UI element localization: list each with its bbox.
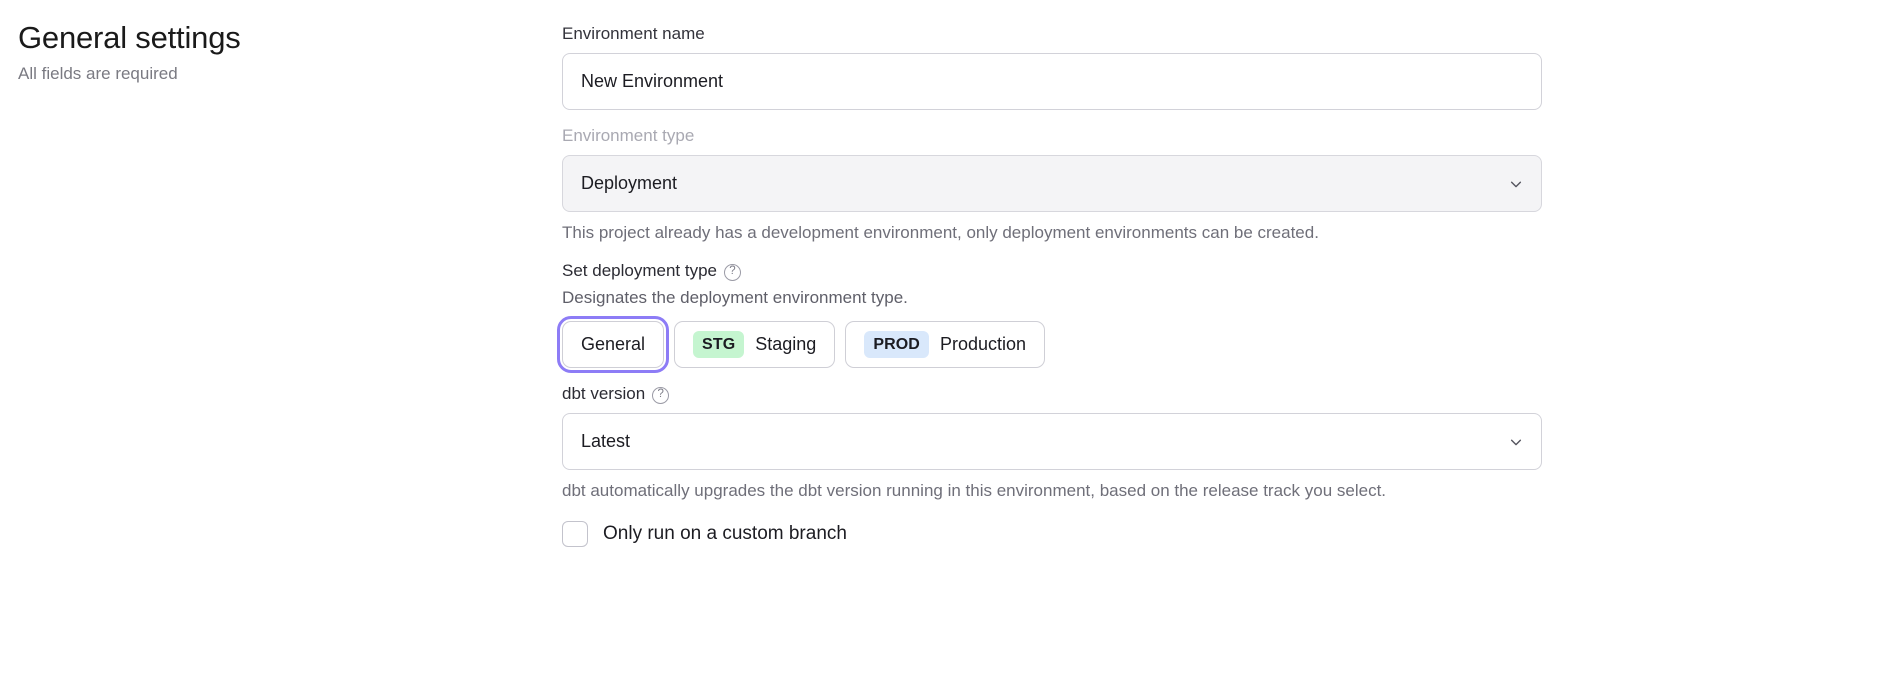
deployment-type-option-staging-label: Staging	[755, 334, 817, 354]
environment-name-label: Environment name	[562, 24, 705, 43]
dbt-version-label-row: dbt version ?	[562, 382, 1860, 406]
help-circle-icon[interactable]: ?	[723, 263, 741, 281]
dbt-version-helper-text: dbt automatically upgrades the dbt versi…	[562, 481, 1387, 500]
environment-type-helper-text: This project already has a development e…	[562, 223, 1319, 242]
custom-branch-label: Only run on a custom branch	[603, 523, 847, 544]
deployment-type-option-production-label: Production	[939, 334, 1027, 354]
help-circle-icon[interactable]: ?	[652, 386, 670, 404]
deployment-type-option-general[interactable]: General	[556, 316, 670, 373]
deployment-type-option-general-label: General	[581, 334, 646, 354]
dbt-version-value: Latest	[581, 431, 631, 451]
environment-type-value: Deployment	[581, 173, 678, 193]
dbt-version-field: dbt version ? Latest dbt automatically u…	[562, 382, 1860, 503]
production-badge: PROD	[864, 331, 929, 358]
chevron-down-icon	[1509, 435, 1523, 449]
staging-badge: STG	[693, 331, 745, 358]
page-title: General settings	[18, 20, 241, 55]
deployment-type-label-row: Set deployment type ?	[562, 259, 1860, 283]
spacer	[562, 110, 1860, 124]
environment-type-field: Environment type Deployment This project…	[562, 124, 1860, 245]
deployment-type-description: Designates the deployment environment ty…	[562, 288, 908, 307]
deployment-type-toggle-group: General STG Staging PROD Production	[556, 316, 1860, 373]
custom-branch-checkbox[interactable]	[562, 521, 588, 547]
deployment-type-option-staging[interactable]: STG Staging	[674, 321, 836, 368]
environment-name-input[interactable]: New Environment	[562, 53, 1542, 110]
settings-intro-column: General settings All fields are required	[18, 18, 538, 86]
dbt-version-select[interactable]: Latest	[562, 413, 1542, 470]
deployment-type-label: Set deployment type	[562, 261, 717, 280]
environment-name-field: Environment name New Environment	[562, 22, 1860, 110]
settings-form-column: Environment name New Environment Environ…	[556, 22, 1860, 547]
custom-branch-checkbox-row[interactable]: Only run on a custom branch	[562, 521, 847, 547]
dbt-version-label: dbt version	[562, 384, 646, 403]
deployment-type-field: Set deployment type ? Designates the dep…	[556, 259, 1860, 373]
deployment-type-option-production[interactable]: PROD Production	[845, 321, 1046, 368]
environment-type-select[interactable]: Deployment	[562, 155, 1542, 212]
spacer	[562, 245, 1860, 259]
chevron-down-icon	[1509, 177, 1523, 191]
page-subtitle: All fields are required	[18, 64, 178, 83]
environment-type-label: Environment type	[562, 126, 695, 145]
spacer	[562, 368, 1860, 382]
